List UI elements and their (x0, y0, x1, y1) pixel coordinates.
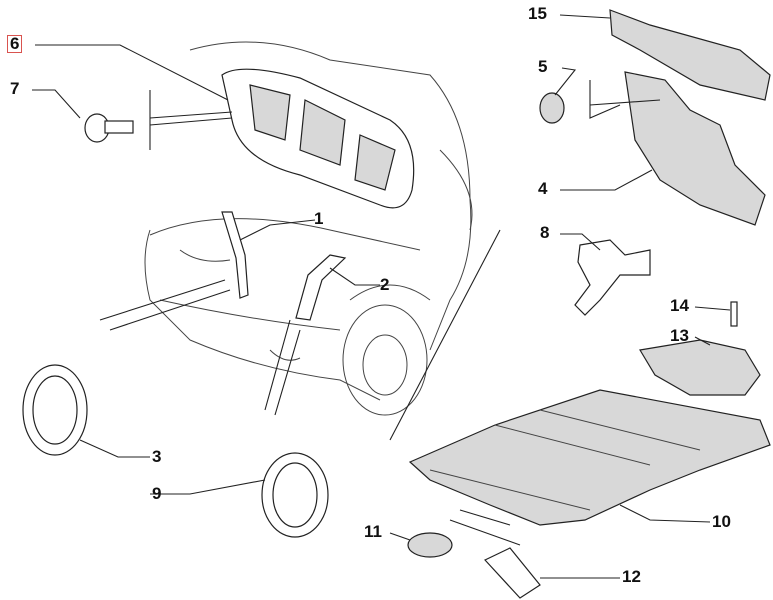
callout-13[interactable]: 13 (670, 326, 689, 345)
hood-insulation-cutout (249, 84, 291, 141)
bolt-part-14 (730, 301, 738, 327)
callout-6-highlighted[interactable]: 6 (7, 35, 23, 53)
callout-5[interactable]: 5 (538, 57, 548, 76)
callout-8[interactable]: 8 (540, 223, 550, 242)
clamp-inner-ring (32, 375, 78, 445)
shield-part-13 (639, 339, 761, 396)
callout-1[interactable]: 1 (314, 209, 324, 228)
hood-insulation-cutout (299, 99, 346, 166)
part-15 (609, 9, 771, 101)
callout-12[interactable]: 12 (622, 567, 641, 586)
callout-3[interactable]: 3 (152, 447, 162, 466)
clamp-inner-ring (272, 462, 318, 528)
callout-4[interactable]: 4 (538, 179, 548, 198)
callout-2[interactable]: 2 (380, 275, 390, 294)
leader-lines (32, 14, 731, 579)
bulkhead-insulation-part-4 (624, 71, 766, 226)
car-outline (144, 41, 473, 416)
hose-part-2 (295, 254, 347, 321)
bracket-part-8 (574, 239, 651, 316)
callout-14[interactable]: 14 (670, 296, 689, 315)
clip-part-11 (407, 532, 453, 558)
callout-7[interactable]: 7 (10, 79, 20, 98)
callout-10[interactable]: 10 (712, 512, 731, 531)
undertray-ribs (429, 409, 701, 511)
grommet-part-5 (539, 92, 565, 124)
hood-insulation-cutout (354, 134, 396, 191)
callout-9[interactable]: 9 (152, 484, 162, 503)
callout-15[interactable]: 15 (528, 4, 547, 23)
screw-shaft (104, 120, 134, 134)
undertray-part-10 (408, 389, 771, 526)
callout-11[interactable]: 11 (364, 522, 382, 541)
hose-part-1 (221, 211, 249, 299)
clip-part-12 (484, 547, 541, 599)
